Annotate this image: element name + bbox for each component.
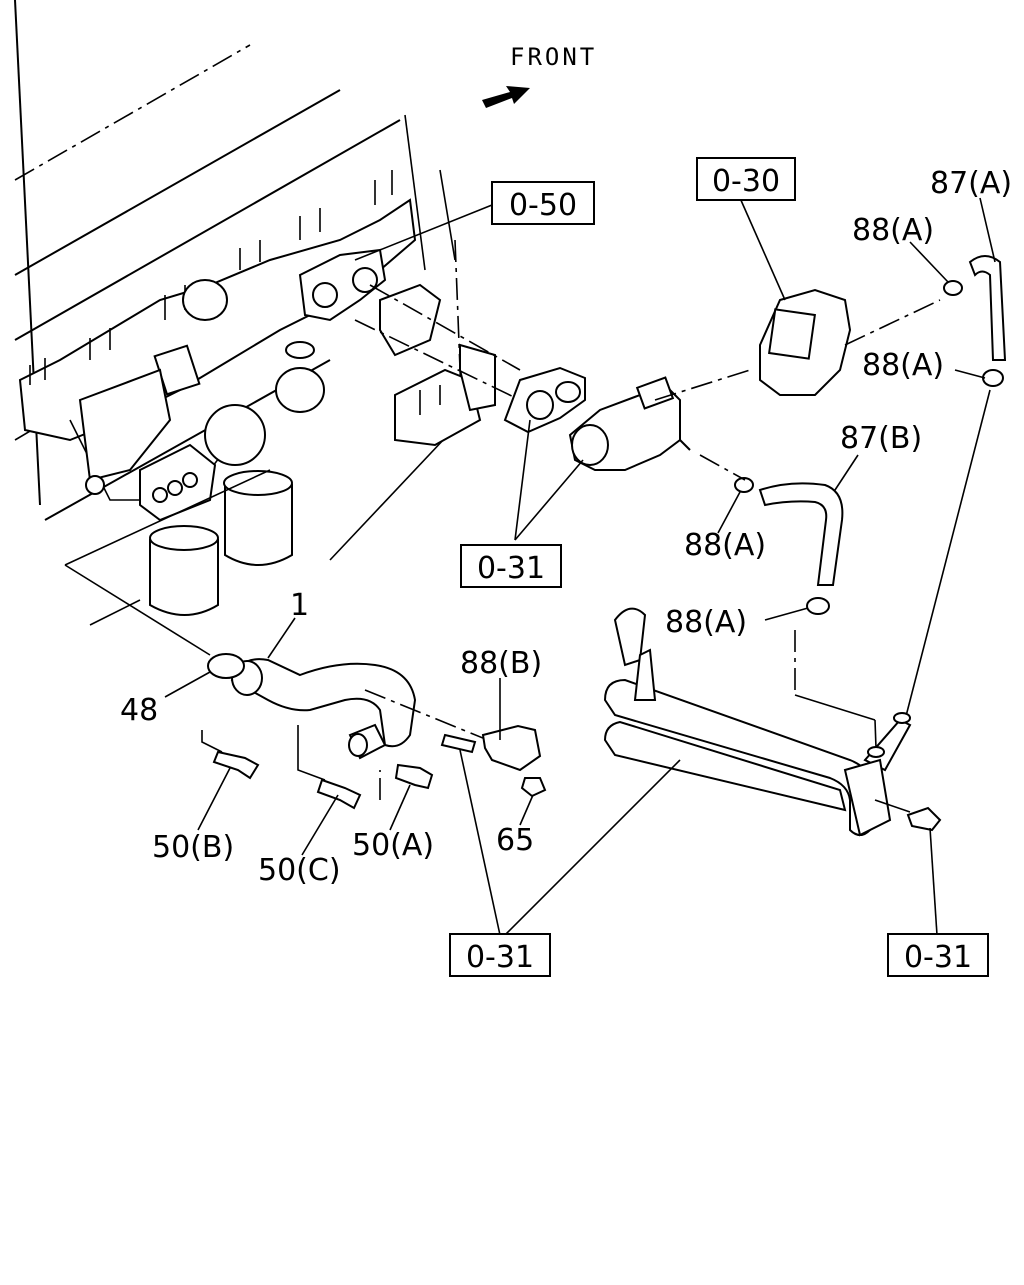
callout-1: 1: [290, 588, 309, 623]
callout-88b: 88(B): [460, 646, 542, 681]
callout-65: 65: [496, 823, 534, 858]
callout-48: 48: [120, 693, 158, 728]
ref-0-31-bottom-left-label: 0-31: [466, 940, 534, 975]
ref-0-50-label: 0-50: [509, 188, 577, 223]
pipe-assembly: [603, 607, 912, 837]
ref-0-31-center-label: 0-31: [477, 551, 545, 586]
bolt-right: [906, 806, 942, 832]
ref-box-0-31-bottom-right[interactable]: 0-31: [887, 933, 989, 977]
front-arrow-icon: [482, 86, 530, 108]
ref-0-31-bottom-right-label: 0-31: [904, 940, 972, 975]
front-label: FRONT: [510, 43, 597, 71]
callout-50c: 50(C): [258, 853, 341, 888]
leader-lines: [64, 197, 996, 936]
ref-box-0-50[interactable]: 0-50: [491, 181, 595, 225]
ref-box-0-31-center[interactable]: 0-31: [460, 544, 562, 588]
callout-88a-middle: 88(A): [684, 528, 766, 563]
callout-87b: 87(B): [840, 421, 922, 456]
cover-0-30-part: [759, 288, 941, 396]
ref-box-0-31-bottom-left[interactable]: 0-31: [449, 933, 551, 977]
callout-50b: 50(B): [152, 830, 234, 865]
pipe-1-part: [207, 653, 501, 760]
callout-87a: 87(A): [930, 166, 1012, 201]
callout-88a-right: 88(A): [862, 348, 944, 383]
ref-box-0-30[interactable]: 0-30: [696, 157, 796, 201]
engine-block: [14, 0, 496, 626]
callout-88a-top: 88(A): [852, 213, 934, 248]
ref-0-30-label: 0-30: [712, 164, 780, 199]
callout-88a-lower: 88(A): [665, 605, 747, 640]
thermostat-housing-group: [503, 366, 751, 471]
callout-50a: 50(A): [352, 828, 434, 863]
front-indicator: FRONT: [482, 43, 597, 108]
